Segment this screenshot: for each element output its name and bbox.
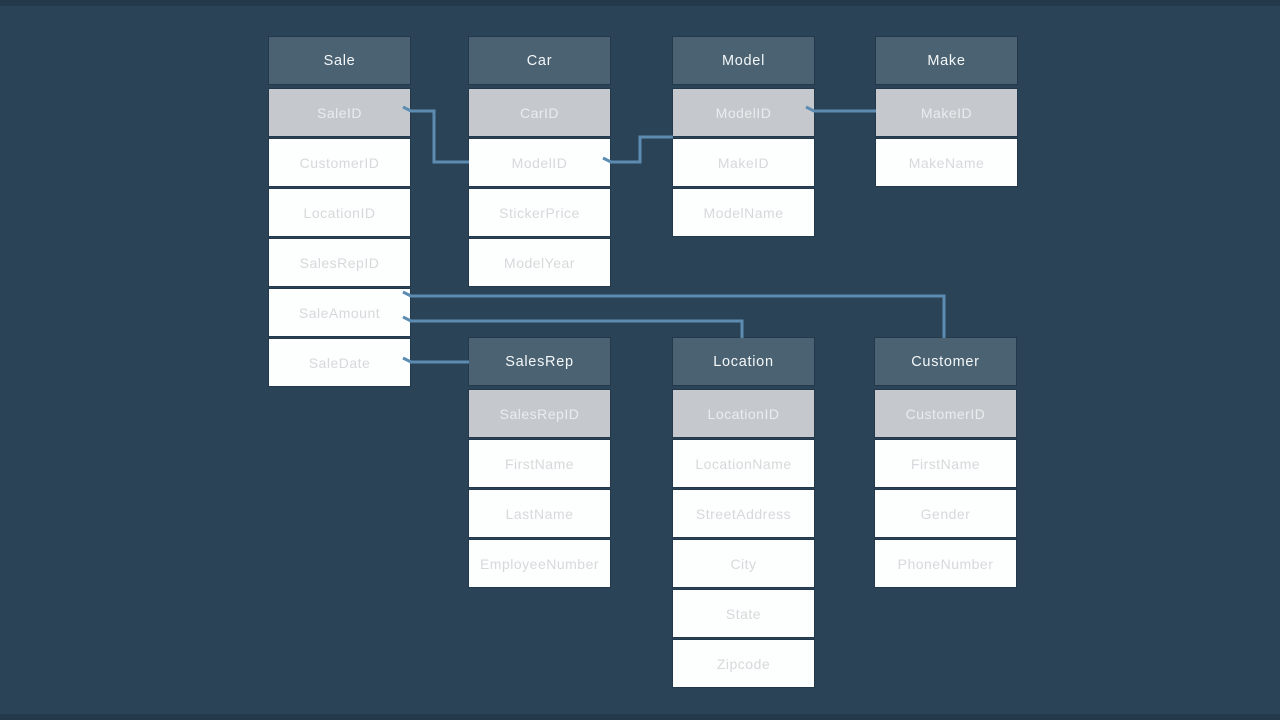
table-sale: Sale SaleID CustomerID LocationID SalesR… <box>269 37 410 386</box>
table-car-field-modelid: ModelID <box>469 139 610 186</box>
table-car-pk-carid: CarID <box>469 89 610 136</box>
table-make-field-makename: MakeName <box>876 139 1017 186</box>
connector-car-to-model <box>602 135 673 164</box>
table-model-field-makeid: MakeID <box>673 139 814 186</box>
table-customer-field-gender: Gender <box>875 490 1016 537</box>
connector-sale-to-location <box>402 315 744 338</box>
table-make-title: Make <box>876 37 1017 84</box>
table-salesrep-field-firstname: FirstName <box>469 440 610 487</box>
table-location-field-locationname: LocationName <box>673 440 814 487</box>
letterbox-bottom <box>0 714 1280 720</box>
table-make-pk-makeid: MakeID <box>876 89 1017 136</box>
table-location-pk-locationid: LocationID <box>673 390 814 437</box>
table-customer-title: Customer <box>875 338 1016 385</box>
table-model: Model ModelID MakeID ModelName <box>673 37 814 236</box>
table-model-title: Model <box>673 37 814 84</box>
table-salesrep-pk-salesrepid: SalesRepID <box>469 390 610 437</box>
table-car: Car CarID ModelID StickerPrice ModelYear <box>469 37 610 286</box>
table-model-field-modelname: ModelName <box>673 189 814 236</box>
table-location-field-city: City <box>673 540 814 587</box>
table-sale-title: Sale <box>269 37 410 84</box>
table-sale-field-customerid: CustomerID <box>269 139 410 186</box>
table-salesrep-field-lastname: LastName <box>469 490 610 537</box>
table-make: Make MakeID MakeName <box>876 37 1017 186</box>
table-customer-pk-customerid: CustomerID <box>875 390 1016 437</box>
table-location-field-zipcode: Zipcode <box>673 640 814 687</box>
table-location: Location LocationID LocationName StreetA… <box>673 338 814 687</box>
table-sale-field-saleamount: SaleAmount <box>269 289 410 336</box>
table-salesrep-title: SalesRep <box>469 338 610 385</box>
connector-sale-to-customer <box>402 290 946 338</box>
table-sale-field-locationid: LocationID <box>269 189 410 236</box>
connector-sale-to-salesrep <box>402 356 469 364</box>
table-location-field-streetaddress: StreetAddress <box>673 490 814 537</box>
table-car-title: Car <box>469 37 610 84</box>
table-model-pk-modelid: ModelID <box>673 89 814 136</box>
table-customer-field-firstname: FirstName <box>875 440 1016 487</box>
table-car-field-stickerprice: StickerPrice <box>469 189 610 236</box>
letterbox-top <box>0 0 1280 6</box>
table-sale-field-saledate: SaleDate <box>269 339 410 386</box>
table-salesrep-field-employeenumber: EmployeeNumber <box>469 540 610 587</box>
connector-sale-to-car <box>402 105 469 164</box>
table-customer-field-phonenumber: PhoneNumber <box>875 540 1016 587</box>
table-location-field-state: State <box>673 590 814 637</box>
table-car-field-modelyear: ModelYear <box>469 239 610 286</box>
table-salesrep: SalesRep SalesRepID FirstName LastName E… <box>469 338 610 587</box>
table-customer: Customer CustomerID FirstName Gender Pho… <box>875 338 1016 587</box>
table-sale-field-salesrepid: SalesRepID <box>269 239 410 286</box>
table-sale-pk-saleid: SaleID <box>269 89 410 136</box>
table-location-title: Location <box>673 338 814 385</box>
connector-make-to-model <box>805 105 876 113</box>
